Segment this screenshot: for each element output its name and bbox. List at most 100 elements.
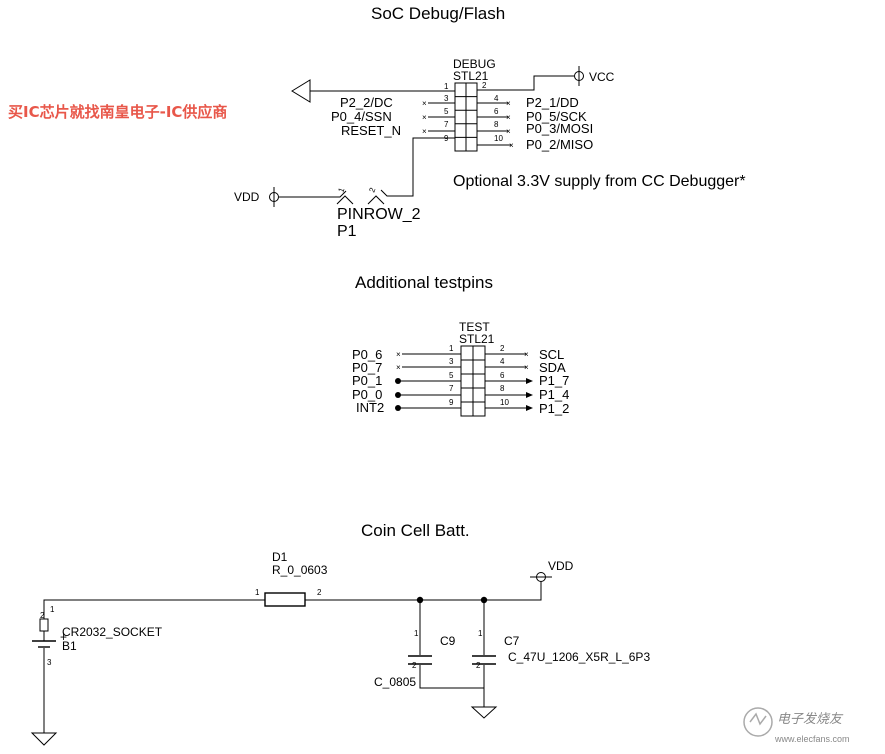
- b1-pin3-num: 3: [47, 658, 52, 667]
- test-net-label: SCL: [539, 347, 564, 362]
- batt-vdd-symbol: [530, 572, 552, 582]
- test-pin-num: 10: [500, 398, 509, 407]
- test-pin-num: 8: [500, 384, 505, 393]
- debug-pin-num: 6: [494, 107, 499, 116]
- debug-connector-body: [454, 82, 478, 152]
- debug-vcc-net: [477, 66, 584, 91]
- test-pin-num: 9: [449, 398, 454, 407]
- debug-pin9-wire: [380, 137, 455, 197]
- test-net-label: P0_6: [352, 347, 382, 362]
- p1-pin2-num: 2: [367, 186, 377, 194]
- svg-text:×: ×: [524, 363, 529, 372]
- c7-pin2-num: 2: [476, 661, 481, 670]
- test-net-label: P0_7: [352, 360, 382, 375]
- c9-pin2-num: 2: [412, 661, 417, 670]
- c9-ref: C9: [440, 634, 456, 648]
- watermark-text: 买IC芯片就找南皇电子-IC供应商: [8, 103, 227, 121]
- test-pin-num: 6: [500, 371, 505, 380]
- debug-net-label: P0_5/SCK: [526, 109, 587, 124]
- test-connector-part: STL21: [459, 332, 495, 346]
- d1-resistor-body: [264, 592, 306, 607]
- test-pin-num: 3: [449, 357, 454, 366]
- svg-text:×: ×: [506, 99, 511, 108]
- debug-section-title: SoC Debug/Flash: [371, 4, 505, 23]
- test-wires: × × × ×: [395, 350, 533, 411]
- debug-net-label: P0_3/MOSI: [526, 121, 593, 136]
- debug-pin-num: 8: [494, 120, 499, 129]
- svg-text:×: ×: [422, 113, 427, 122]
- batt-section-title: Coin Cell Batt.: [361, 521, 470, 540]
- d1-pin2-num: 2: [317, 588, 322, 597]
- svg-text:×: ×: [422, 127, 427, 136]
- debug-net-label: P2_1/DD: [526, 95, 579, 110]
- d1-pin1-num: 1: [255, 588, 260, 597]
- c7-part: C_47U_1206_X5R_L_6P3: [508, 650, 650, 664]
- test-pin-num: 1: [449, 344, 454, 353]
- footer-logo-icon: [743, 707, 773, 737]
- debug-net-label: P2_2/DC: [340, 95, 393, 110]
- test-pin-num: 2: [500, 344, 505, 353]
- p1-vdd-label: VDD: [234, 190, 260, 204]
- debug-pin-num: 3: [444, 94, 449, 103]
- p1-pin1-num: 1: [336, 186, 346, 194]
- svg-text:×: ×: [396, 363, 401, 372]
- svg-text:×: ×: [506, 127, 511, 136]
- svg-text:×: ×: [524, 350, 529, 359]
- test-pin-num: 4: [500, 357, 505, 366]
- footer-url: www.elecfans.com: [774, 734, 850, 744]
- d1-part: R_0_0603: [272, 563, 328, 577]
- test-net-label: SDA: [539, 360, 566, 375]
- test-net-label: P0_1: [352, 373, 382, 388]
- c7-capacitor: [472, 655, 496, 665]
- b1-plus-mark: +: [60, 630, 67, 644]
- debug-connector-ref: DEBUG: [453, 57, 496, 71]
- b1-part: CR2032_SOCKET: [62, 625, 163, 639]
- c9-pin1-num: 1: [414, 629, 419, 638]
- c7-ref: C7: [504, 634, 520, 648]
- svg-text:×: ×: [506, 113, 511, 122]
- debug-pin-num: 7: [444, 120, 449, 129]
- c9-capacitor: [408, 655, 432, 665]
- svg-text:×: ×: [422, 99, 427, 108]
- debug-vcc-label: VCC: [589, 70, 615, 84]
- test-pin-num: 7: [449, 384, 454, 393]
- debug-gnd-net: [291, 79, 455, 103]
- debug-left-stubs: [428, 102, 455, 132]
- debug-pin-num: 5: [444, 107, 449, 116]
- debug-supply-note: Optional 3.3V supply from CC Debugger*: [453, 173, 746, 190]
- test-section-title: Additional testpins: [355, 273, 493, 292]
- test-connector-body: [460, 345, 486, 417]
- debug-no-connect-marks: × × × × × × ×: [422, 99, 514, 150]
- p1-vdd-net: [269, 187, 385, 207]
- p1-ref: P1: [337, 223, 357, 240]
- batt-wires: [43, 581, 542, 719]
- batt-vdd-label: VDD: [548, 559, 574, 573]
- c7-pin1-num: 1: [478, 629, 483, 638]
- test-net-label: P1_7: [539, 373, 569, 388]
- d1-ref: D1: [272, 550, 288, 564]
- b1-ref: B1: [62, 639, 77, 653]
- footer-logo-text: 电子发烧友: [777, 712, 844, 727]
- test-net-label: INT2: [356, 400, 384, 415]
- test-net-label: P1_4: [539, 387, 569, 402]
- b1-pin2-num: 2: [40, 611, 45, 620]
- test-net-label: P0_0: [352, 387, 382, 402]
- svg-text:×: ×: [509, 141, 514, 150]
- debug-pin-num: 2: [482, 81, 487, 90]
- test-net-label: P1_2: [539, 401, 569, 416]
- debug-net-label: P0_4/SSN: [331, 109, 392, 124]
- debug-connector-part: STL21: [453, 69, 489, 83]
- debug-pin-num: 4: [494, 94, 499, 103]
- p1-part: PINROW_2: [337, 206, 421, 223]
- debug-right-stubs: [477, 102, 511, 146]
- debug-net-label: RESET_N: [341, 123, 401, 138]
- debug-pin-num: 10: [494, 134, 503, 143]
- b1-battery-symbol: [30, 612, 58, 746]
- test-pin-num: 5: [449, 371, 454, 380]
- debug-net-label: P0_2/MISO: [526, 137, 593, 152]
- c9-part: C_0805: [374, 675, 416, 689]
- debug-pin-num: 1: [444, 82, 449, 91]
- test-connector-ref: TEST: [459, 320, 490, 334]
- svg-text:×: ×: [396, 350, 401, 359]
